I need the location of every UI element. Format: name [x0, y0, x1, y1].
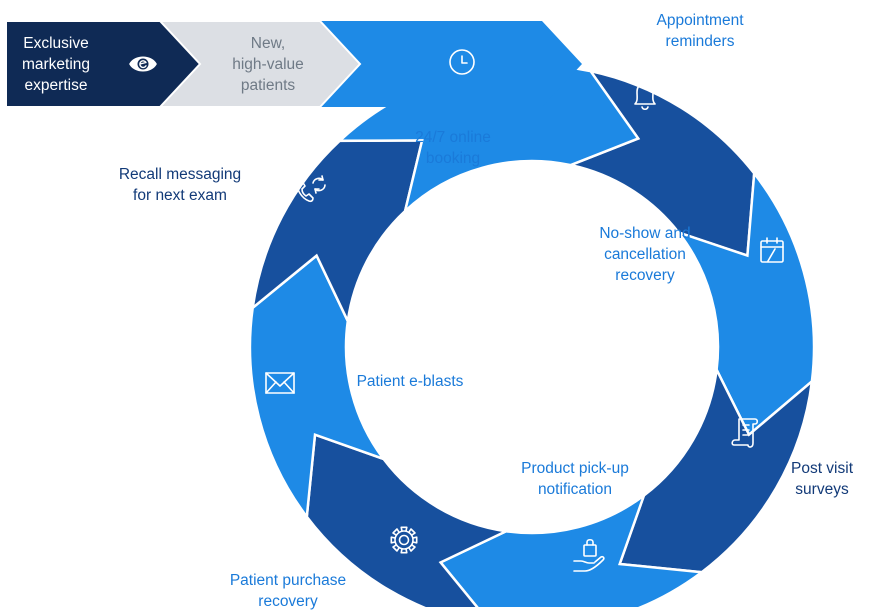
step-product-pickup-label: Product pick-up notification: [521, 460, 629, 498]
step-post-visit-surveys-label: Post visit surveys: [790, 460, 853, 498]
eye-icon: [129, 56, 157, 72]
step-online-booking-label: 24/7 online booking: [415, 129, 491, 167]
step-recall-messaging-label: Recall messaging for next exam: [118, 166, 242, 204]
intro-label: Exclusive marketing expertise: [21, 35, 91, 94]
scroll-icon: [731, 418, 759, 448]
calendar-slash-icon: [760, 237, 784, 263]
step-patient-eblasts-label: Patient e-blasts: [356, 373, 464, 390]
clock-icon: [449, 49, 475, 75]
step-no-show-recovery-label: No-show and cancellation recovery: [599, 225, 691, 284]
cycle-ring: [248, 63, 816, 607]
expertise-chevron: [5, 20, 202, 108]
phone-refresh-icon: [296, 175, 326, 203]
new-patients-label: New, high-value patients: [232, 35, 304, 94]
envelope-icon: [265, 372, 295, 394]
gear-icon: [390, 526, 418, 554]
hand-bag-icon: [573, 538, 605, 572]
booking-chevron: [320, 21, 582, 107]
step-purchase-recovery-label: Patient purchase recovery: [229, 572, 347, 610]
intro-chevrons: [5, 20, 582, 108]
bell-icon: [634, 79, 656, 111]
step-appointment-reminders-label: Appointment reminders: [656, 12, 744, 50]
icon-layer: [129, 49, 784, 572]
